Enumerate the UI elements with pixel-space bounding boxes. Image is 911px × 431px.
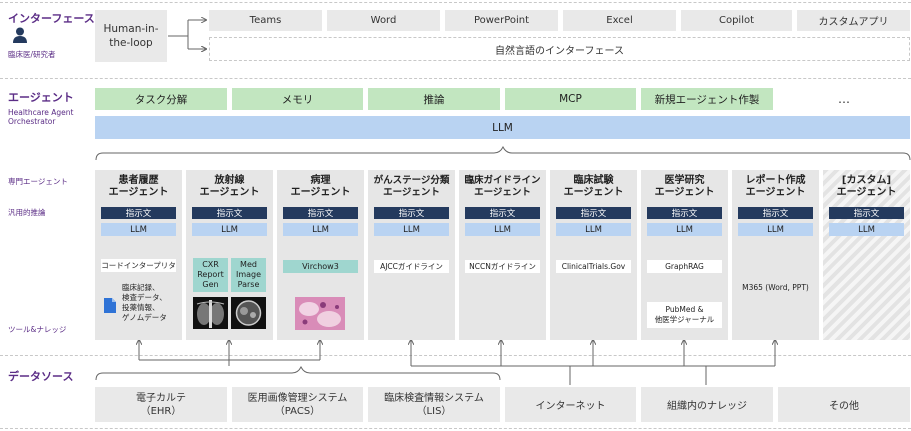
agent-title: 病理エージェント — [290, 175, 351, 198]
agent-card-medical-research[interactable]: 医学研究エージェント 指示文 LLM GraphRAG PubMed &他医学ジ… — [641, 170, 728, 340]
tool-m365: M365 (Word, PPT) — [742, 283, 809, 292]
tool-pubmed: PubMed &他医学ジャーナル — [647, 302, 722, 328]
llm-box: LLM — [374, 223, 449, 236]
agent-card-clinical-trials[interactable]: 臨床試験エージェント 指示文 LLM ClinicalTrials.Gov — [550, 170, 637, 340]
agent-card-clinical-guideline[interactable]: 臨床ガイドラインエージェント 指示文 LLM NCCNガイドライン — [459, 170, 546, 340]
separator — [0, 2, 911, 3]
instruction-box: 指示文 — [647, 207, 722, 219]
llm-box: LLM — [647, 223, 722, 236]
tool-clinicaltrials-gov: ClinicalTrials.Gov — [556, 260, 631, 273]
instruction-box: 指示文 — [829, 207, 904, 219]
agent-card-cancer-staging[interactable]: がんステージ分類エージェント 指示文 LLM AJCCガイドライン — [368, 170, 455, 340]
llm-box: LLM — [101, 223, 176, 236]
llm-box: LLM — [556, 223, 631, 236]
human-in-the-loop-box: Human-in- the-loop — [95, 10, 167, 62]
interface-section-subtitle: 臨床医/研究者 — [8, 50, 56, 59]
llm-box: LLM — [192, 223, 267, 236]
capability-task-decomposition: タスク分解 — [95, 88, 227, 110]
llm-box: LLM — [738, 223, 813, 236]
patient-data-text: 臨床記録、検査データ、投薬情報、ゲノムデータ — [122, 283, 167, 322]
instruction-box: 指示文 — [192, 207, 267, 219]
agent-card-patient-history[interactable]: 患者履歴エージェント 指示文 LLM コードインタープリタ 臨床記録、検査データ… — [95, 170, 182, 340]
document-icon — [104, 298, 116, 313]
app-copilot[interactable]: Copilot — [681, 10, 792, 31]
app-powerpoint[interactable]: PowerPoint — [445, 10, 558, 31]
instruction-box: 指示文 — [556, 207, 631, 219]
ct-scan-image — [231, 297, 266, 329]
agent-title: 医学研究エージェント — [654, 175, 715, 198]
datasource-internet: インターネット — [505, 387, 636, 422]
datasource-org-knowledge: 組織内のナレッジ — [641, 387, 773, 422]
instruction-box: 指示文 — [738, 207, 813, 219]
separator — [0, 355, 911, 356]
agent-title: 患者履歴エージェント — [108, 175, 169, 198]
instruction-box: 指示文 — [283, 207, 358, 219]
chest-xray-image — [193, 297, 228, 329]
separator — [0, 78, 911, 79]
instruction-box: 指示文 — [465, 207, 540, 219]
agent-title: レポート作成エージェント — [745, 175, 806, 198]
tool-code-interpreter: コードインタープリタ — [101, 259, 176, 272]
datasource-pacs: 医用画像管理システム（PACS） — [232, 387, 363, 422]
agent-section-subtitle-2: Orchestrator — [8, 117, 56, 126]
specialist-section-label: 専門エージェント — [8, 177, 68, 186]
capability-mcp: MCP — [505, 88, 636, 110]
natural-language-interface: 自然言語のインターフェース — [209, 37, 910, 61]
agent-card-pathology[interactable]: 病理エージェント 指示文 LLM Virchow3 — [277, 170, 364, 340]
agent-title: 放射線エージェント — [199, 175, 260, 198]
capability-reasoning: 推論 — [368, 88, 500, 110]
tool-virchow3: Virchow3 — [283, 260, 358, 273]
pathology-slide-image — [295, 297, 345, 330]
tools-section-label: ツール&ナレッジ — [8, 325, 67, 334]
agent-title: [カスタム]エージェント — [836, 175, 897, 198]
agent-card-custom[interactable]: [カスタム]エージェント 指示文 LLM — [823, 170, 910, 340]
tool-graphrag: GraphRAG — [647, 260, 722, 273]
separator — [0, 428, 911, 429]
reasoning-section-label: 汎用的推論 — [8, 208, 46, 217]
app-word[interactable]: Word — [327, 10, 440, 31]
tool-nccn-guideline: NCCNガイドライン — [465, 260, 540, 273]
hitl-label-line2: the-loop — [109, 37, 153, 49]
agent-title: 臨床試験エージェント — [563, 175, 624, 198]
instruction-box: 指示文 — [374, 207, 449, 219]
capability-new-agent: 新規エージェント作製 — [641, 88, 773, 110]
user-icon — [13, 27, 27, 43]
llm-box: LLM — [283, 223, 358, 236]
agent-card-report[interactable]: レポート作成エージェント 指示文 LLM M365 (Word, PPT) — [732, 170, 819, 340]
llm-box: LLM — [829, 223, 904, 236]
orchestrator-llm: LLM — [95, 116, 910, 139]
app-teams[interactable]: Teams — [209, 10, 322, 31]
agent-title: 臨床ガイドラインエージェント — [464, 175, 541, 198]
datasource-ehr: 電子カルテ（EHR） — [95, 387, 227, 422]
datasource-lis: 臨床検査情報システム（LIS） — [368, 387, 500, 422]
instruction-box: 指示文 — [101, 207, 176, 219]
agent-section-title: エージェント — [8, 91, 74, 104]
datasource-section-title: データソース — [8, 370, 74, 383]
datasource-other: その他 — [778, 387, 910, 422]
hitl-label-line1: Human-in- — [103, 23, 159, 35]
app-excel[interactable]: Excel — [563, 10, 676, 31]
llm-box: LLM — [465, 223, 540, 236]
agent-title: がんステージ分類エージェント — [373, 175, 450, 198]
capability-memory: メモリ — [232, 88, 363, 110]
agent-section-subtitle-1: Healthcare Agent — [8, 108, 74, 117]
tool-ajcc-guideline: AJCCガイドライン — [374, 260, 449, 273]
interface-section-title: インターフェース — [8, 12, 95, 25]
app-custom[interactable]: カスタムアプリ — [797, 10, 910, 31]
capability-more: … — [838, 92, 850, 106]
